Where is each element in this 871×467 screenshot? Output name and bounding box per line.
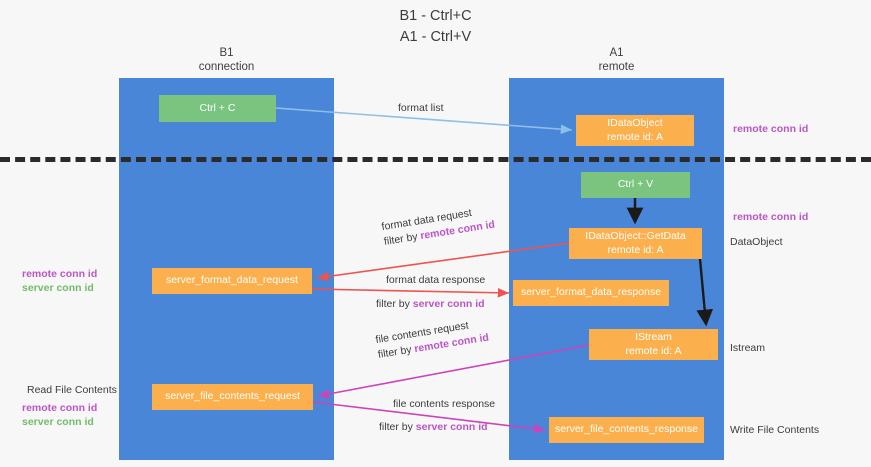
box-server-format-data-request[interactable]: server_format_data_request — [152, 268, 312, 294]
label-istream: Istream — [730, 342, 766, 354]
lane-header-b1-role: connection — [198, 61, 255, 74]
lane-header-b1-name: B1 — [219, 47, 234, 59]
box-sfcres-label: server_file_contents_response — [554, 423, 698, 436]
label-left-conn-ids-mid: remote conn id server conn id — [22, 268, 97, 296]
box-istream[interactable]: IStream remote id: A — [589, 329, 718, 360]
label-write-file-contents: Write File Contents — [730, 424, 820, 436]
fdres-filter-key: server conn id — [412, 298, 485, 310]
label-remote-conn-id-top: remote conn id — [733, 123, 809, 135]
box-istream-line2: remote id: A — [625, 344, 682, 357]
box-idataobject-line1: IDataObject — [607, 116, 663, 129]
label-dataobject: DataObject — [730, 236, 783, 248]
label-left-conn-ids-bottom: remote conn id server conn id — [22, 402, 97, 430]
fcres-filter-key: server conn id — [415, 421, 488, 433]
arrow-label-file-contents-response-filter: filter by server conn id — [379, 420, 488, 435]
arrow-label-format-data-response-filter: filter by server conn id — [376, 297, 485, 312]
lane-header-a1-role: remote — [598, 61, 635, 74]
arrow-label-format-list: format list — [398, 102, 444, 114]
box-ctrl-c-label: Ctrl + C — [199, 101, 236, 114]
lane-header-b1: B1 connection — [119, 46, 334, 75]
title-line-2: A1 - Ctrl+V — [399, 28, 472, 45]
box-getdata-line2: remote id: A — [607, 243, 664, 256]
label-left-remote-conn-id: remote conn id — [22, 268, 98, 280]
arrow-label-format-data-request: format data request filter by remote con… — [381, 203, 496, 251]
phase-divider — [0, 157, 871, 162]
box-idataobject[interactable]: IDataObject remote id: A — [576, 115, 694, 146]
label-read-file-contents: Read File Contents — [27, 384, 117, 396]
lane-header-a1: A1 remote — [509, 46, 724, 75]
arrow-label-format-data-response: format data response — [386, 274, 486, 286]
label-left-server-conn-id-2: server conn id — [22, 415, 94, 428]
box-server-file-contents-response[interactable]: server_file_contents_response — [549, 417, 704, 443]
label-remote-conn-id-mid: remote conn id — [733, 211, 809, 223]
box-sfdres-label: server_format_data_response — [520, 286, 662, 299]
box-ctrl-v-label: Ctrl + V — [617, 178, 654, 191]
box-server-file-contents-request[interactable]: server_file_contents_request — [152, 384, 313, 410]
box-sfdreq-label: server_format_data_request — [166, 274, 298, 287]
lane-header-a1-name: A1 — [609, 47, 624, 59]
fcres-filter-prefix: filter by — [379, 421, 416, 433]
box-getdata-line1: IDataObject::GetData — [585, 229, 686, 242]
box-idataobject-line2: remote id: A — [606, 130, 664, 143]
box-ctrl-c[interactable]: Ctrl + C — [159, 95, 276, 122]
box-istream-line1: IStream — [635, 330, 672, 343]
box-server-format-data-response[interactable]: server_format_data_response — [513, 280, 669, 306]
box-ctrl-v[interactable]: Ctrl + V — [581, 172, 690, 198]
label-left-remote-conn-id-2: remote conn id — [22, 402, 98, 414]
label-left-server-conn-id: server conn id — [22, 281, 94, 294]
box-sfcreq-label: server_file_contents_request — [165, 390, 300, 403]
diagram-title: B1 - Ctrl+C A1 - Ctrl+V — [0, 6, 871, 47]
title-line-1: B1 - Ctrl+C — [399, 8, 472, 24]
fdres-filter-prefix: filter by — [376, 298, 413, 310]
box-idataobject-getdata[interactable]: IDataObject::GetData remote id: A — [569, 228, 702, 259]
arrow-label-file-contents-request: file contents request filter by remote c… — [375, 316, 490, 364]
arrow-label-file-contents-response: file contents response — [393, 398, 496, 410]
